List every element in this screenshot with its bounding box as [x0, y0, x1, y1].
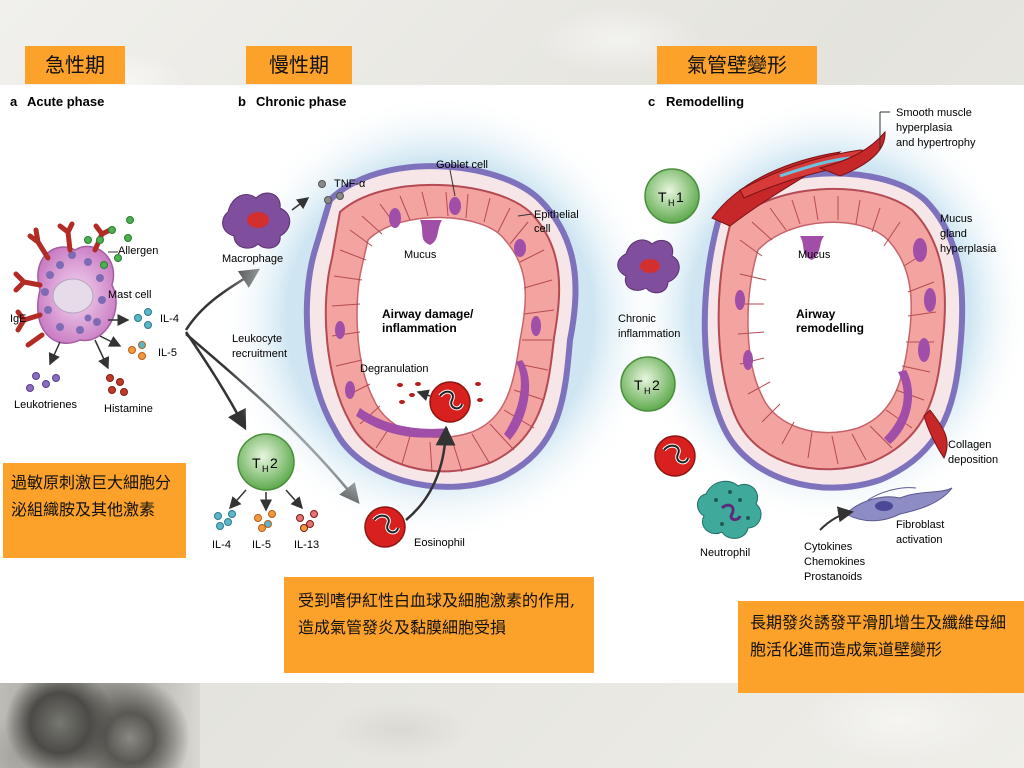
- ige-receptors: [13, 221, 113, 348]
- panel-a-title: Acute phase: [27, 94, 104, 109]
- label-degranulation: Degranulation: [360, 363, 429, 375]
- neutrophil: [697, 480, 762, 539]
- smooth-muscle: [711, 130, 948, 460]
- panel-a-letter: a: [10, 94, 18, 109]
- th2-cell-b: T H 2: [237, 433, 295, 491]
- svg-text:H: H: [262, 464, 269, 474]
- panel-c-title: Remodelling: [666, 94, 744, 109]
- label-eosinophil: Eosinophil: [414, 537, 465, 549]
- label-leukocyte-1: Leukocyte: [232, 333, 282, 345]
- label-goblet: Goblet cell: [436, 159, 488, 171]
- mucus-glands-c: [735, 236, 936, 444]
- label-remodel-2: remodelling: [796, 321, 864, 335]
- label-chronic-2: inflammation: [618, 328, 680, 340]
- label-cytokines: Cytokines: [804, 541, 853, 553]
- label-chronic-1: Chronic: [618, 313, 656, 325]
- fibroblast: [845, 487, 953, 522]
- th1-cell: T H 1: [644, 168, 700, 224]
- label-gland-1: Mucus: [940, 213, 973, 225]
- label-gland-3: hyperplasia: [940, 243, 997, 255]
- goblet-cells-b: [335, 197, 541, 440]
- panel-b: b Chronic phase Goblet cell Epithelial c…: [212, 93, 660, 551]
- airway-lumen-b: [356, 216, 527, 439]
- panel-b-letter: b: [238, 94, 246, 109]
- tag-chronic-phase: 慢性期: [246, 46, 352, 84]
- label-macrophage: Macrophage: [222, 253, 283, 265]
- svg-text:2: 2: [652, 377, 660, 393]
- label-tnf: TNF-α: [334, 178, 366, 190]
- label-histamine: Histamine: [104, 403, 153, 415]
- label-smooth-1: Smooth muscle: [896, 107, 972, 119]
- airway-lumen-c: [747, 221, 912, 434]
- label-damage-2: inflammation: [382, 321, 457, 335]
- label-damage-1: Airway damage/: [382, 307, 474, 321]
- note-acute-phase: 過敏原刺激巨大細胞分泌組織胺及其他激素: [3, 463, 186, 558]
- label-mucus-c: Mucus: [798, 249, 831, 261]
- eosinophil-c: [654, 435, 696, 477]
- svg-text:T: T: [634, 377, 643, 393]
- mucus-plume-b: [420, 220, 442, 245]
- note-chronic-phase: 受到嗜伊紅性白血球及細胞激素的作用,造成氣管發炎及黏膜細胞受損: [284, 577, 594, 673]
- label-il5-b: IL-5: [252, 539, 271, 551]
- panel-b-title: Chronic phase: [256, 94, 346, 109]
- label-allergen: Allergen: [118, 245, 158, 257]
- label-gland-2: gland: [940, 228, 967, 240]
- label-neutrophil: Neutrophil: [700, 547, 750, 559]
- label-il4-b: IL-4: [212, 539, 231, 551]
- decorative-photo: [0, 683, 200, 768]
- label-smooth-3: and hypertrophy: [896, 137, 976, 149]
- mast-cell: [37, 245, 117, 345]
- macrophage: [222, 192, 291, 249]
- label-leukotrienes: Leukotrienes: [14, 399, 77, 411]
- label-mucus-b: Mucus: [404, 249, 437, 261]
- macrophage-c: [617, 239, 680, 294]
- label-fibro-2: activation: [896, 534, 942, 546]
- label-prostanoids: Prostanoids: [804, 571, 863, 583]
- eosinophil-b: [364, 506, 406, 548]
- tag-acute-phase: 急性期: [25, 46, 125, 84]
- allergen-particles: [84, 216, 134, 269]
- th2-cell-c: T H 2: [620, 356, 676, 412]
- label-il5-a: IL-5: [158, 347, 177, 359]
- tag-remodelling: 氣管壁變形: [657, 46, 817, 84]
- eosinophil-degranulating: [429, 381, 471, 423]
- svg-text:H: H: [644, 386, 651, 396]
- label-ige: IgE: [10, 313, 27, 325]
- svg-text:T: T: [252, 455, 261, 471]
- panel-c: c Remodelling Smooth muscle hyperplasia: [617, 94, 1024, 583]
- label-fibro-1: Fibroblast: [896, 519, 944, 531]
- label-epithelial-1: Epithelial: [534, 209, 579, 221]
- granules: [397, 382, 483, 404]
- svg-text:T: T: [658, 189, 667, 205]
- label-epithelial-2: cell: [534, 223, 551, 235]
- label-smooth-2: hyperplasia: [896, 122, 953, 134]
- label-leukocyte-2: recruitment: [232, 348, 287, 360]
- svg-text:1: 1: [676, 189, 684, 205]
- label-il4-a: IL-4: [160, 313, 179, 325]
- note-remodelling: 長期發炎誘發平滑肌增生及纖維母細胞活化進而造成氣道壁變形: [738, 601, 1024, 693]
- svg-text:2: 2: [270, 455, 278, 471]
- label-chemokines: Chemokines: [804, 556, 866, 568]
- label-il13-b: IL-13: [294, 539, 319, 551]
- label-remodel-1: Airway: [796, 307, 836, 321]
- label-collagen-2: deposition: [948, 454, 998, 466]
- label-collagen-1: Collagen: [948, 439, 991, 451]
- label-mast-cell: Mast cell: [108, 289, 151, 301]
- panel-c-letter: c: [648, 94, 655, 109]
- svg-text:H: H: [668, 198, 675, 208]
